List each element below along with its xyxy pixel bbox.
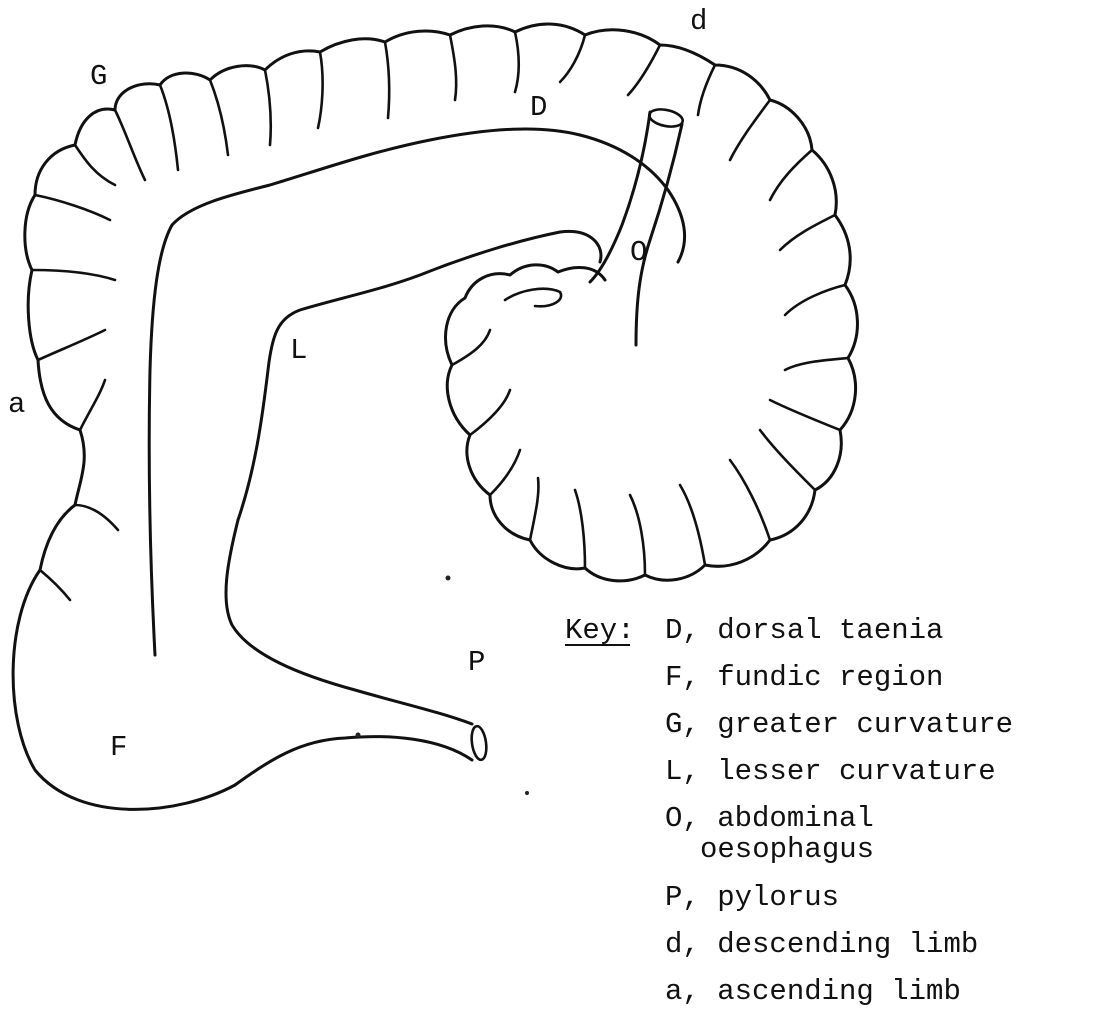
label-O: O	[630, 236, 647, 269]
key-item-continuation: oesophagus	[700, 833, 874, 866]
label-F: F	[110, 731, 127, 764]
label-G: G	[90, 60, 107, 93]
key-item: P, pylorus	[665, 881, 839, 914]
label-P: P	[468, 646, 485, 679]
key-heading: Key:	[565, 614, 635, 647]
speck	[356, 733, 361, 738]
speck	[446, 576, 451, 581]
key-legend: Key: D, dorsal taenia F, fundic region G…	[565, 614, 1013, 1008]
key-item: F, fundic region	[665, 661, 943, 694]
oesophagus-opening	[648, 107, 685, 130]
speck	[525, 791, 529, 795]
key-item: L, lesser curvature	[665, 755, 996, 788]
key-item: d, descending limb	[665, 928, 978, 961]
label-D: D	[530, 91, 547, 124]
inner-fold	[505, 289, 561, 307]
key-item: G, greater curvature	[665, 708, 1013, 741]
lesser-curvature-line	[238, 231, 601, 520]
label-d: d	[690, 5, 707, 38]
pylorus-upper-edge	[226, 520, 472, 724]
sacculation-lines	[32, 32, 848, 600]
key-item: a, ascending limb	[665, 975, 961, 1008]
pylorus-opening	[470, 725, 489, 761]
label-a: a	[8, 388, 25, 421]
key-item: O, abdominal	[665, 802, 874, 835]
fundic-lower-outline	[235, 737, 472, 785]
label-L: L	[290, 334, 307, 367]
key-item: D, dorsal taenia	[665, 614, 943, 647]
ascending-limb-inner-line	[149, 129, 684, 655]
